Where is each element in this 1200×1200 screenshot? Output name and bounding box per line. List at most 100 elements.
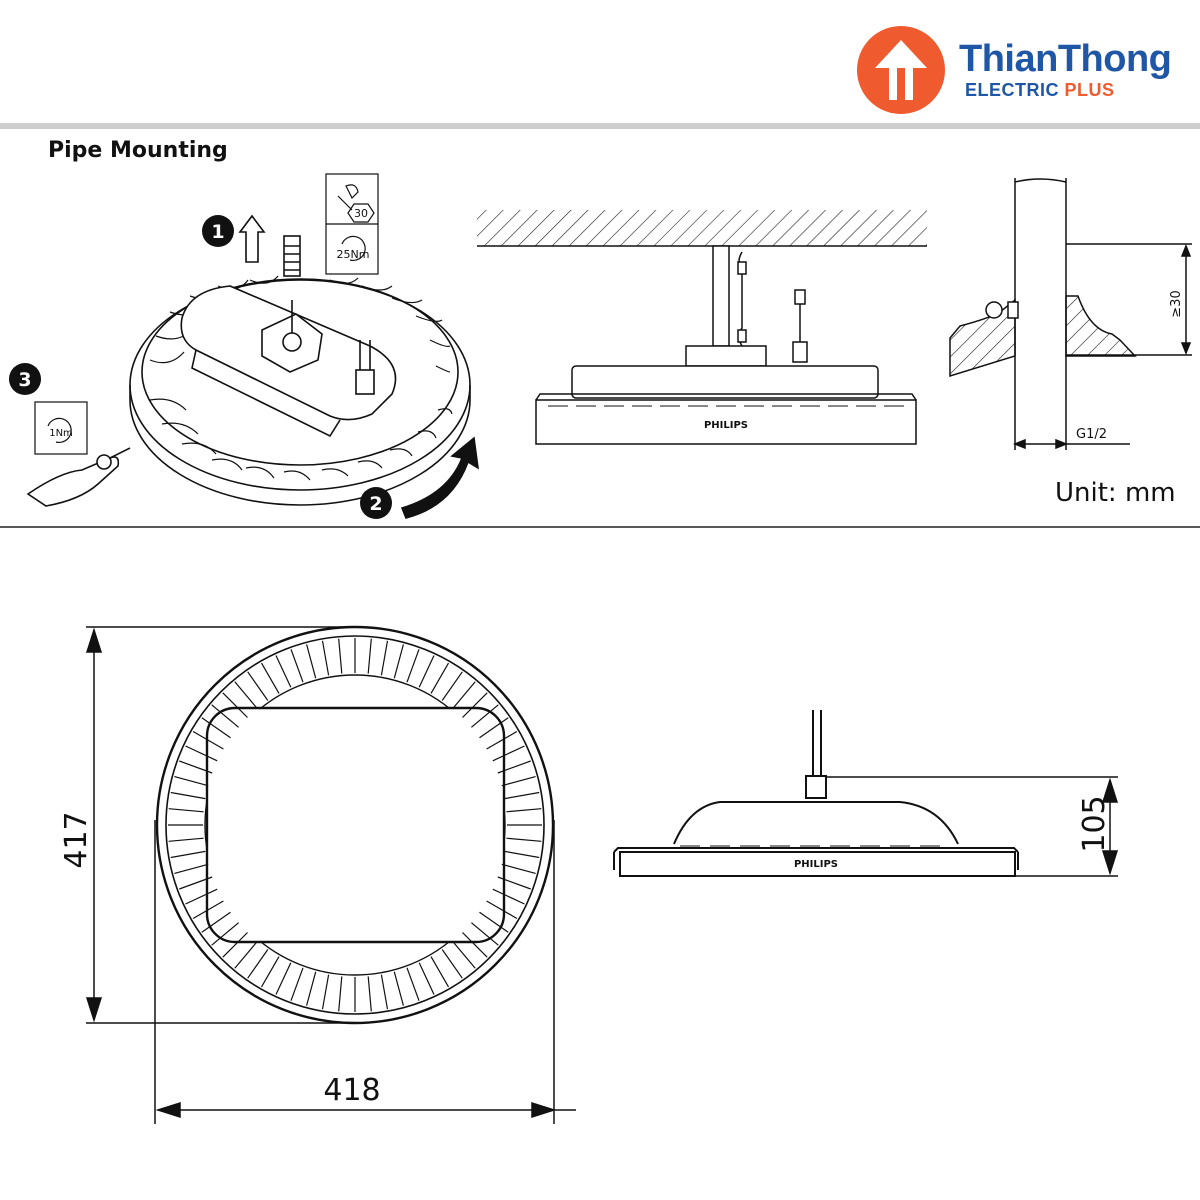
rotate-arrow-icon <box>341 235 366 262</box>
fin-line <box>492 745 525 762</box>
unit-label: Unit: mm <box>1055 478 1176 508</box>
fin-line <box>418 962 435 995</box>
fin-line <box>222 932 248 958</box>
fin-line <box>479 911 509 933</box>
fin-line <box>247 949 269 979</box>
fin-line <box>275 962 292 995</box>
fin-line <box>501 863 536 874</box>
fin-line <box>497 876 531 890</box>
fin-line <box>168 837 204 842</box>
step-badge-3: 3 <box>9 363 41 395</box>
fin-line <box>452 941 476 969</box>
wrench-torque-box <box>325 173 379 275</box>
fin-line <box>174 863 209 874</box>
fin-line <box>201 911 231 933</box>
fin-line <box>185 745 218 762</box>
fin-line <box>306 971 317 1006</box>
fin-line <box>338 638 343 674</box>
fin-line <box>222 692 248 718</box>
depth-dimension <box>826 776 1119 877</box>
ceiling-mount-side-view <box>477 210 927 445</box>
fin-line <box>501 776 536 787</box>
section-title: Pipe Mounting <box>48 138 228 163</box>
fin-line <box>179 876 213 890</box>
fin-line <box>492 888 525 905</box>
fin-line <box>185 888 218 905</box>
fin-line <box>471 922 499 946</box>
logo-mark-icon <box>857 26 945 114</box>
fin-line <box>452 681 476 709</box>
svg-text:3: 3 <box>18 369 31 391</box>
fin-line <box>321 974 330 1010</box>
fin-line <box>174 776 209 787</box>
header-divider <box>0 123 1200 129</box>
height-dimension <box>85 626 355 1024</box>
fin-line <box>486 730 518 750</box>
width-value: 418 <box>323 1073 380 1108</box>
fin-line <box>506 837 542 842</box>
brand-label-side: PHILIPS <box>704 420 748 431</box>
mounting-perspective-view <box>26 214 480 519</box>
front-view-drawing <box>613 710 1019 877</box>
min-length-label: ≥30 <box>1169 290 1184 317</box>
fin-line <box>406 649 420 683</box>
fin-line <box>393 971 404 1006</box>
fin-line <box>275 655 292 688</box>
fin-line <box>290 649 304 683</box>
fin-line <box>506 808 542 813</box>
wrench-size-label: 30 <box>354 207 368 220</box>
fin-line <box>192 730 224 750</box>
fin-line <box>504 791 540 800</box>
fin-line <box>211 922 239 946</box>
fin-line <box>430 956 450 988</box>
brand-subtitle: ELECTRIC PLUS <box>965 80 1115 100</box>
fin-line <box>168 808 204 813</box>
thread-label: G1/2 <box>1076 427 1107 442</box>
fin-line <box>260 956 280 988</box>
brand-label-front: PHILIPS <box>794 859 838 870</box>
top-view-drawing <box>155 625 555 1025</box>
fin-line <box>367 976 372 1012</box>
svg-text:2: 2 <box>369 493 382 515</box>
brand-logo: ThianThong ELECTRIC PLUS <box>855 24 1185 116</box>
fin-line <box>418 655 435 688</box>
fin-line <box>211 704 239 728</box>
fin-line <box>471 704 499 728</box>
fin-line <box>192 900 224 920</box>
svg-text:1: 1 <box>211 221 224 243</box>
pipe-thread-detail <box>949 178 1192 450</box>
fin-line <box>441 671 463 701</box>
step-badge-1: 1 <box>202 215 234 247</box>
fin-line <box>462 692 488 718</box>
torque-25-label: 25Nm <box>337 248 370 261</box>
fin-line <box>497 760 531 774</box>
fin-line <box>247 671 269 701</box>
wrench-icon <box>337 184 359 211</box>
fin-line <box>170 791 206 800</box>
fin-line <box>380 974 389 1010</box>
fin-line <box>234 681 258 709</box>
fin-line <box>504 850 540 859</box>
torque-1-label: 1Nm <box>49 428 73 439</box>
fin-line <box>306 644 317 679</box>
fin-line <box>290 967 304 1001</box>
fin-line <box>406 967 420 1001</box>
fin-line <box>380 640 389 676</box>
hex-nut-icon <box>347 203 375 223</box>
torque-1nm-box <box>34 401 88 455</box>
height-value: 417 <box>59 811 94 868</box>
depth-value: 105 <box>1077 795 1112 852</box>
fin-line <box>201 717 231 739</box>
fin-line <box>486 900 518 920</box>
fin-line <box>179 760 213 774</box>
rotate-arrow-icon <box>47 417 72 444</box>
brand-name: ThianThong <box>959 38 1172 80</box>
fin-line <box>338 976 343 1012</box>
fin-line <box>260 662 280 694</box>
fin-line <box>234 941 258 969</box>
fin-line <box>430 662 450 694</box>
fin-line <box>441 949 463 979</box>
fin-line <box>393 644 404 679</box>
fin-line <box>367 638 372 674</box>
